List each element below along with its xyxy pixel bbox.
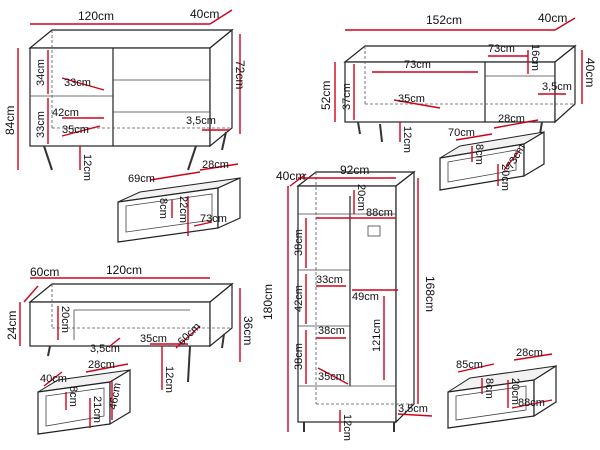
wardrobe-shelf1-w: 33cm <box>316 274 343 286</box>
tv-stand-open-shelf-w: 73cm <box>404 59 431 71</box>
sideboard-leg-height: 12cm <box>81 154 93 181</box>
wardrobe-front <box>297 185 397 423</box>
wardrobe-height-total: 180cm <box>261 284 275 320</box>
wardrobe-drawer-width: 85cm <box>456 359 483 371</box>
tv-stand-drawing: 152cm 40cm 52cm 40cm 37cm 73cm 73cm 16cm… <box>319 11 597 153</box>
sideboard-door-offset: 3,5cm <box>186 115 216 127</box>
wardrobe-shelf3-w: 38cm <box>318 325 345 337</box>
coffee-table-inner-h: 20cm <box>59 306 71 333</box>
coffee-table-drawing: 120cm 60cm 24cm 36cm 20cm 3,5cm 35cm 60c… <box>5 263 255 393</box>
coffee-table-height-body: 24cm <box>5 311 19 340</box>
tv-stand-open-shelf-h: 37cm <box>341 83 353 110</box>
sideboard-side <box>209 28 233 148</box>
sideboard-drawer-depth: 28cm <box>202 159 229 171</box>
sideboard-shelf-lower-w: 42cm <box>52 107 79 119</box>
sideboard-shelf-lower-h: 33cm <box>35 111 47 138</box>
sideboard-drawer-inner-w: 73cm <box>200 213 227 225</box>
coffee-table-top <box>28 283 234 303</box>
sideboard-drawer-inner-h: 22cm <box>177 196 189 223</box>
sideboard-drawer-drawing: 69cm 28cm 8cm 22cm 73cm <box>117 159 241 243</box>
wardrobe-top-gap: 20cm <box>355 184 367 211</box>
sideboard-height-body: 72cm <box>233 60 247 89</box>
wardrobe-hanging-h: 121cm <box>371 319 383 352</box>
sideboard-drawing: 120cm 40cm 84cm 72cm 34cm 33cm 33cm 42cm… <box>3 7 247 181</box>
wardrobe-width: 92cm <box>340 163 369 177</box>
wardrobe-shelf3-h: 38cm <box>293 343 305 370</box>
sideboard-height-total: 84cm <box>3 106 17 135</box>
tv-stand-drawer-width: 70cm <box>448 127 475 139</box>
wardrobe-offset: 3,5cm <box>398 403 428 415</box>
sideboard-shelf-depth: 35cm <box>62 124 89 136</box>
wardrobe-depth: 40cm <box>276 169 305 183</box>
tv-stand-height-body: 40cm <box>583 58 597 87</box>
wardrobe-shelf2-h: 42cm <box>293 285 305 312</box>
tv-stand-drawer-drawing: 70cm 28cm 8cm 20cm 73cm <box>439 113 545 191</box>
coffee-table-drawer-inner-h: 21cm <box>91 396 103 423</box>
wardrobe-height-body: 168cm <box>423 276 437 312</box>
tv-stand-drawer-height: 8cm <box>473 144 485 165</box>
sideboard-shelf-upper-w: 33cm <box>64 77 91 89</box>
sideboard-width: 120cm <box>78 9 114 23</box>
coffee-table-drawer-width: 28cm <box>88 359 115 371</box>
coffee-table-drawer-inner-w: 46cm <box>107 382 123 411</box>
coffee-table-offset: 3,5cm <box>90 343 120 355</box>
wardrobe-shelf-depth: 35cm <box>318 371 345 383</box>
sideboard-front <box>29 47 211 147</box>
wardrobe-shelf-w-mid: 49cm <box>352 291 379 303</box>
tv-stand-shelf-depth: 35cm <box>398 93 425 105</box>
coffee-table-drawer-depth: 40cm <box>40 373 67 385</box>
wardrobe-drawer-inner-w: 88cm <box>518 397 545 409</box>
sideboard-drawer-width: 69cm <box>128 173 155 185</box>
coffee-table-drawer-height: 8cm <box>67 386 79 407</box>
tv-stand-drawer-inner-h: 20cm <box>499 164 511 191</box>
tv-stand-depth: 40cm <box>538 11 567 25</box>
tv-stand-leg-height: 12cm <box>401 126 413 153</box>
coffee-table-leg-height: 12cm <box>163 366 175 393</box>
sideboard-drawer-height: 8cm <box>157 198 169 219</box>
sideboard-top <box>28 29 234 49</box>
tv-stand-offset: 3,5cm <box>542 81 572 93</box>
wardrobe-shelf1-h: 38cm <box>293 229 305 256</box>
wardrobe-drawer-depth: 28cm <box>516 347 543 359</box>
wardrobe-rail-w: 88cm <box>366 207 393 219</box>
tv-stand-width: 152cm <box>426 13 462 27</box>
coffee-table-width: 120cm <box>106 263 142 277</box>
wardrobe-drawing: 92cm 40cm 180cm 168cm 20cm 88cm 38cm 42c… <box>261 163 437 441</box>
tv-stand-height-total: 52cm <box>319 81 333 110</box>
sideboard-depth: 40cm <box>190 7 219 21</box>
wardrobe-drawer-drawing: 85cm 28cm 8cm 20cm 88cm <box>447 347 557 429</box>
wardrobe-leg-height: 12cm <box>341 414 353 441</box>
sideboard-shelf-upper-h: 34cm <box>35 59 47 86</box>
tv-stand-top-shelf-w: 73cm <box>488 43 515 55</box>
coffee-table-drawer-drawing: 40cm 28cm 8cm 21cm 46cm <box>37 359 131 435</box>
coffee-table-depth: 60cm <box>30 265 59 279</box>
tv-stand-drawer-depth: 28cm <box>498 113 525 125</box>
wardrobe-drawer-height: 8cm <box>483 378 495 399</box>
coffee-table-shelf-w: 35cm <box>140 333 167 345</box>
wardrobe-drawer-inner-h: 20cm <box>509 378 521 405</box>
tv-stand-top-shelf-h: 16cm <box>529 44 541 71</box>
coffee-table-height-total: 36cm <box>241 316 255 345</box>
